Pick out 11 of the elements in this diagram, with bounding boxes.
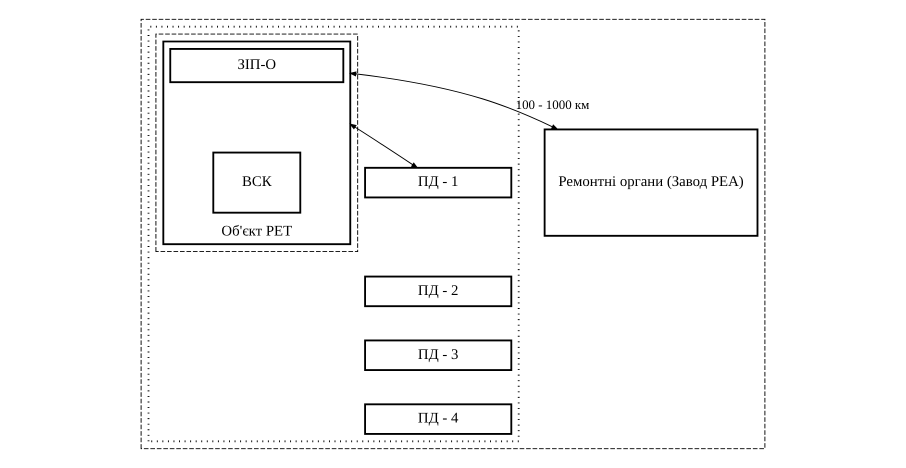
edge-label: 100 - 1000 км xyxy=(516,97,590,112)
node-box: ЗІП-О xyxy=(169,48,344,84)
arrow xyxy=(348,71,559,130)
node-box: ПД - 3 xyxy=(364,340,512,371)
arrow xyxy=(349,123,419,169)
node-box: ПД - 1 xyxy=(364,166,512,198)
node-box: ПД - 2 xyxy=(364,276,512,308)
node-box: ВСК xyxy=(212,152,302,214)
node-box: Ремонтні органи (Завод РЕА) xyxy=(544,128,758,237)
node-box: ПД - 4 xyxy=(364,403,512,435)
cluster xyxy=(140,18,766,450)
